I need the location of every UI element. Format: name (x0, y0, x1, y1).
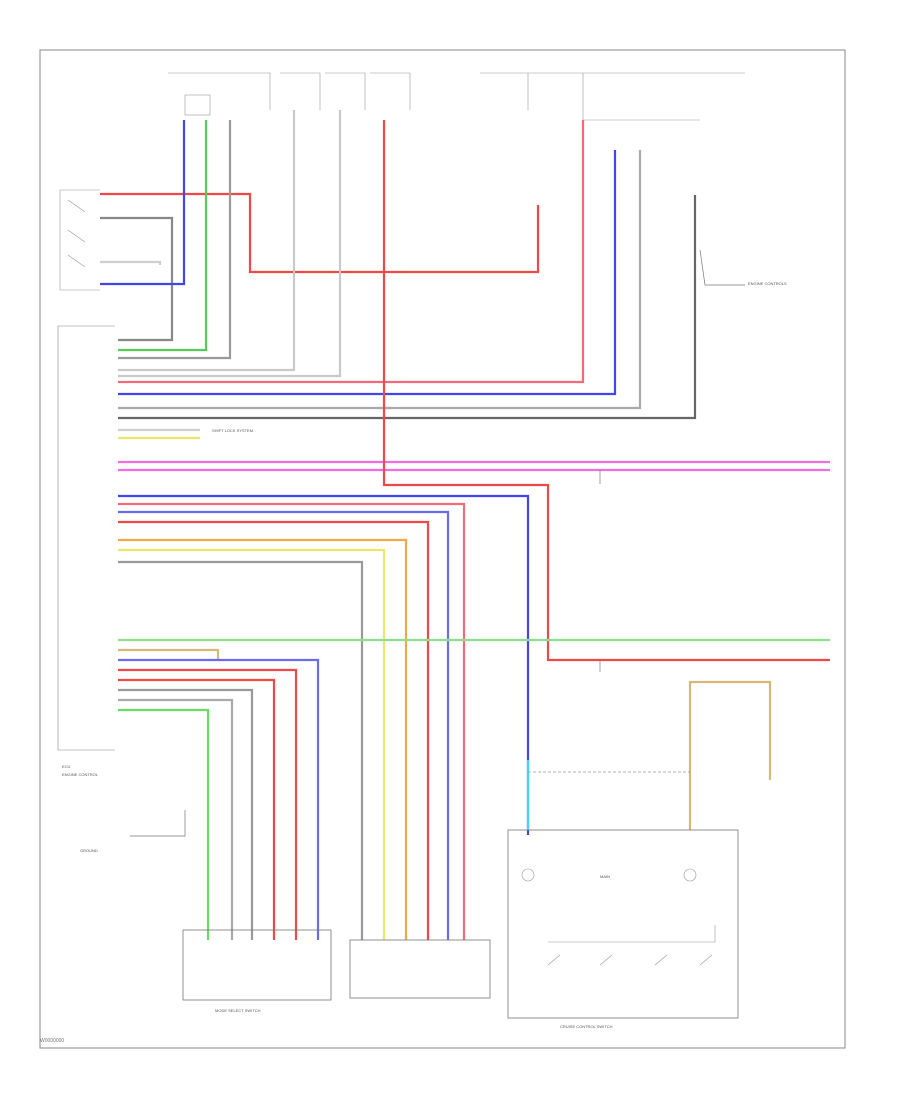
cruise-control-switch (507, 829, 739, 1019)
wire-red-brake (100, 192, 540, 274)
note-shift-lock: SHIFT LOCK SYSTEM (212, 428, 253, 433)
wire-yellow-c (118, 548, 386, 940)
wire-green-l (118, 708, 210, 940)
cruise-switch-label: CRUISE CONTROL SWITCH (560, 1024, 613, 1029)
wire-blue-c (118, 494, 530, 835)
wire-red-loop (382, 120, 830, 662)
wire-pink-c (118, 502, 466, 940)
wire-white-brake (100, 260, 162, 265)
note-ground: GROUND (80, 848, 98, 853)
figure-code: W0000000 (40, 1038, 65, 1044)
wire-gray-l2 (118, 698, 234, 940)
wire-gray-l (118, 688, 254, 940)
engine-control-label: ENGINE CONTROL (62, 772, 99, 777)
brake-switch-block (59, 189, 100, 291)
ground-leads (130, 249, 745, 837)
center-connector (349, 939, 491, 999)
ecu-label: ECU (62, 764, 71, 769)
wire-pink-v (118, 120, 585, 384)
wire-gray-v (118, 150, 642, 410)
wire-black-v (118, 195, 697, 420)
wire-blue-brake (100, 120, 186, 286)
wire-runs (100, 110, 830, 940)
cruise-switch-internals (521, 868, 716, 966)
cruise-main-label: MAIN (600, 874, 610, 879)
wire-orange-c (118, 538, 408, 940)
wire-red-l2 (118, 678, 276, 940)
note-engine-controls: ENGINE CONTROLS (748, 281, 787, 286)
mode-select-label: MODE SELECT SWITCH (215, 1008, 261, 1013)
wire-green-top (118, 120, 208, 352)
ecu-outline (57, 325, 115, 751)
wire-red-l (118, 668, 298, 940)
wire-white-1 (118, 110, 296, 372)
wire-white-2 (118, 110, 342, 378)
diagram-frame (39, 49, 846, 1049)
wire-gray-top (118, 120, 232, 360)
wire-gray-brake (100, 216, 174, 342)
mode-select-connector (182, 929, 332, 1001)
wire-red-c (118, 520, 430, 940)
wire-blue-v (118, 150, 617, 396)
wire-gray-c (118, 560, 364, 940)
wire-tan-r (688, 680, 772, 830)
wire-tan-l (118, 648, 220, 660)
wire-blue-c2 (118, 510, 450, 940)
fuse-header-group (168, 72, 745, 121)
wire-blue-l (118, 658, 320, 940)
